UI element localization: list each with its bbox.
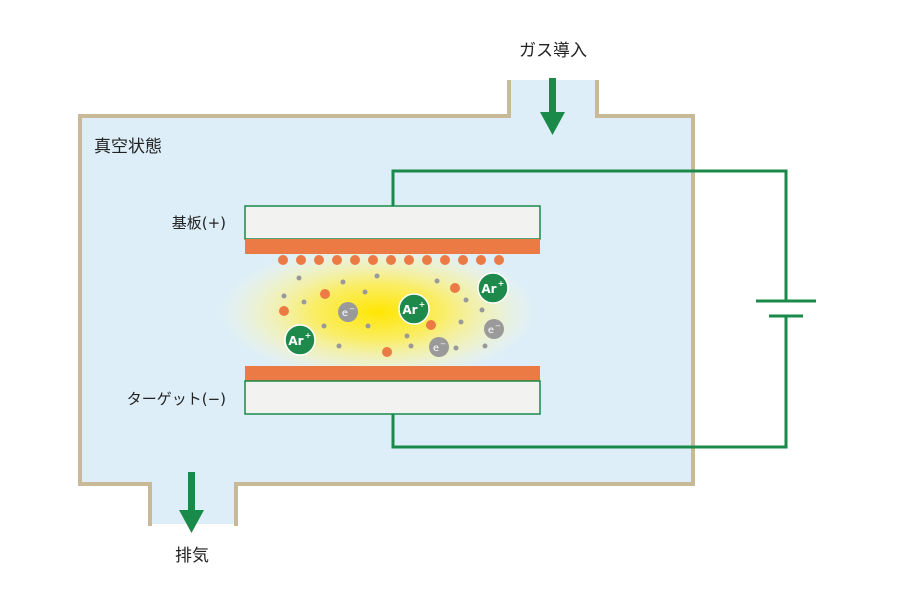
svg-text:+: + <box>498 279 505 288</box>
gas-inlet-label: ガス導入 <box>519 41 587 61</box>
svg-text:e: e <box>433 343 439 354</box>
svg-text:Ar: Ar <box>481 282 496 296</box>
svg-text:+: + <box>419 300 426 309</box>
svg-text:−: − <box>495 322 501 330</box>
substrate-plate <box>244 205 541 240</box>
target-label: ターゲット(−) <box>127 390 226 408</box>
gas-inlet-arrow-icon <box>540 78 565 135</box>
electron: e − <box>484 319 504 339</box>
svg-text:Ar: Ar <box>288 334 303 348</box>
argon-ion: Ar + <box>477 272 509 304</box>
electron: e − <box>338 302 358 322</box>
deposit-atom-row <box>278 255 504 265</box>
svg-text:−: − <box>440 340 446 348</box>
exhaust-label: 排気 <box>175 546 209 566</box>
svg-text:+: + <box>305 331 312 340</box>
substrate-label: 基板(+) <box>172 214 226 232</box>
electron: e − <box>429 337 449 357</box>
gas-molecules <box>281 273 488 351</box>
target-plate <box>244 380 541 415</box>
argon-ion: Ar + <box>398 293 430 325</box>
vacuum-label: 真空状態 <box>94 137 162 157</box>
deposited-film <box>245 239 540 254</box>
sputtered-atoms <box>279 283 460 357</box>
svg-text:−: − <box>349 305 355 313</box>
chamber-wall <box>78 80 695 526</box>
svg-text:Ar: Ar <box>402 303 417 317</box>
exhaust-arrow-icon <box>179 472 204 533</box>
target-layer <box>245 366 540 381</box>
plasma-glow <box>218 242 538 382</box>
svg-text:e: e <box>342 308 348 319</box>
argon-ion: Ar + <box>284 324 316 356</box>
circuit-wire <box>391 169 788 449</box>
svg-text:e: e <box>488 325 494 336</box>
